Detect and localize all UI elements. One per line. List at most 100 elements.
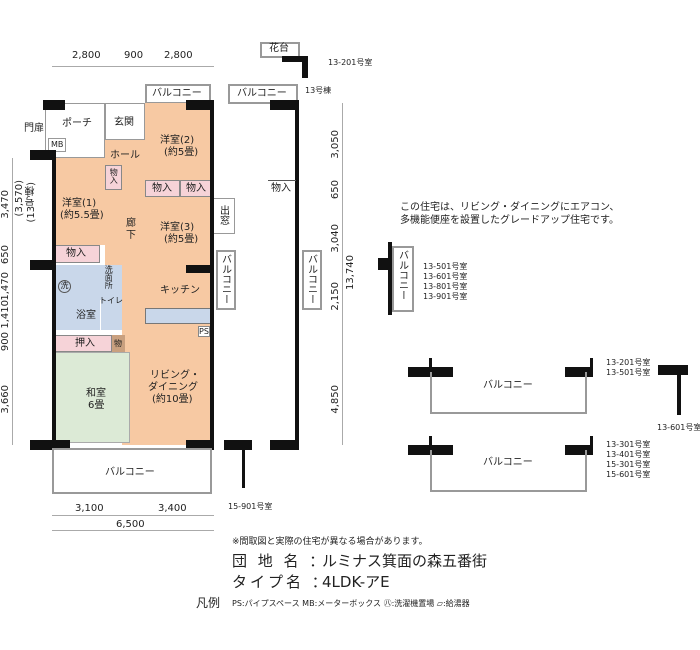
dim-bottom-1: 3,100: [75, 503, 104, 514]
bal1-unit-2: 13-501号室: [606, 368, 651, 377]
western-room-3-label: 洋室(3): [160, 222, 195, 233]
living-label: リビング・: [150, 370, 200, 381]
ps-label: PS: [198, 326, 210, 338]
wall: [224, 440, 252, 450]
western-room-3: [145, 197, 213, 270]
western-room-1-size: (約5.5畳): [60, 210, 104, 221]
dim-right-4: 2,150: [330, 282, 341, 311]
washer-label: 洗: [58, 280, 71, 293]
washitsu-label: 和室: [86, 388, 106, 399]
wall: [270, 100, 299, 110]
wall: [429, 358, 432, 370]
dim-top-2: 900: [124, 50, 144, 61]
balcony-side-2: [302, 250, 322, 310]
balcony-detail-2: [430, 450, 587, 492]
balcony-side-1: [216, 250, 236, 310]
unit-label-bottom: 15-901号室: [228, 502, 273, 511]
bal2-unit-4: 15-601号室: [606, 470, 651, 479]
bay-window-label: 出窓: [217, 205, 229, 225]
shelf: [112, 335, 125, 352]
western-room-3-size: (約5畳): [164, 234, 199, 245]
wall: [378, 258, 390, 270]
wall: [242, 448, 245, 488]
bal2-unit-3: 15-301号室: [606, 460, 651, 469]
wall: [302, 56, 308, 78]
unit-label-top: 13-201号室: [328, 58, 373, 67]
meter-box: [48, 138, 66, 152]
balcony-side-1-label: バルコニー: [219, 254, 231, 304]
porch-label: ポーチ: [62, 118, 92, 129]
dim-line-top: [52, 66, 214, 67]
closet-adjacent: [268, 180, 296, 198]
entrance-label: 玄関: [114, 117, 134, 128]
dim-line-right: [342, 103, 343, 445]
western-room-1: [52, 158, 105, 245]
dim-left-6: 1,410: [0, 300, 11, 329]
gate-label: 門扉: [24, 123, 44, 134]
closet-2b-label: 物入: [186, 183, 206, 194]
side-unit-3: 13-801号室: [423, 282, 468, 291]
type-label: タイプ名 ：: [232, 573, 330, 591]
flower-stand-label: 花台: [269, 43, 289, 54]
dim-right-total: 13,740: [345, 255, 356, 290]
legend-text: PS:パイプスペース MB:メーターボックス ㊇:洗濯機置場 ▱:給湯器: [232, 599, 470, 608]
balcony-side-2-label: バルコニー: [305, 254, 317, 304]
note-line-1: この住宅は、リビング・ダイニングにエアコン、: [400, 202, 620, 213]
type-name: 4LDK-アE: [322, 573, 390, 591]
wall: [52, 158, 56, 445]
balcony-bottom: [52, 448, 212, 494]
wall: [295, 103, 299, 445]
toilet-label: トイレ: [99, 296, 123, 305]
dining-label: ダイニング: [148, 382, 198, 393]
dim-left-1: 3,470: [0, 190, 11, 219]
kitchen-counter: [145, 308, 213, 324]
dim-top-3: 2,800: [164, 50, 193, 61]
toilet: [101, 295, 122, 330]
dim-left-4: 650: [0, 245, 11, 265]
washroom-label: 洗面所: [104, 265, 114, 289]
dim-line-bottom: [52, 515, 214, 516]
hall-label: ホール: [110, 150, 140, 161]
wall: [388, 242, 392, 315]
western-room-2: [145, 103, 213, 180]
dim-right-1: 3,050: [330, 130, 341, 159]
dim-bottom-2: 3,400: [158, 503, 187, 514]
porch: [45, 103, 105, 158]
dim-right-5: 4,850: [330, 385, 341, 414]
western-room-2-label: 洋室(2): [160, 135, 195, 146]
corridor-label: 廊下: [126, 218, 136, 241]
living-size: (約10畳): [152, 394, 193, 405]
balcony-detail-1: [430, 372, 587, 414]
wall: [186, 265, 214, 273]
oshiire-label: 押入: [75, 338, 95, 349]
legend-label: 凡例: [196, 596, 221, 610]
closet-adjacent-label: 物入: [271, 183, 291, 194]
closet-1: [105, 165, 122, 190]
wall: [30, 260, 56, 270]
wall: [186, 440, 214, 450]
side-unit-2: 13-601号室: [423, 272, 468, 281]
washitsu: [55, 352, 130, 443]
bal2-unit-2: 13-401号室: [606, 450, 651, 459]
estate-label: 団 地 名 ：: [232, 552, 328, 570]
dim-right-2: 650: [330, 180, 341, 200]
wall: [429, 436, 432, 448]
mb-label: MB: [51, 140, 64, 149]
dim-left-3: (13号棟): [26, 182, 37, 223]
wall: [565, 445, 593, 455]
living-dining: [122, 325, 213, 445]
dim-left-7: 900: [0, 332, 11, 352]
flower-stand: [260, 42, 300, 58]
bal2-unit-1: 13-301号室: [606, 440, 651, 449]
dim-left-2: (3,570): [14, 180, 25, 217]
closet-2a: [145, 180, 180, 197]
dim-left-5: 1,470: [0, 272, 11, 301]
wall: [677, 365, 681, 415]
kitchen-label: キッチン: [160, 285, 200, 296]
wall: [186, 100, 214, 110]
wall: [43, 100, 65, 110]
closet-1-label: 物入: [109, 168, 119, 184]
side-unit-4: 13-901号室: [423, 292, 468, 301]
bal1-side-unit: 13-601号室: [657, 423, 700, 432]
